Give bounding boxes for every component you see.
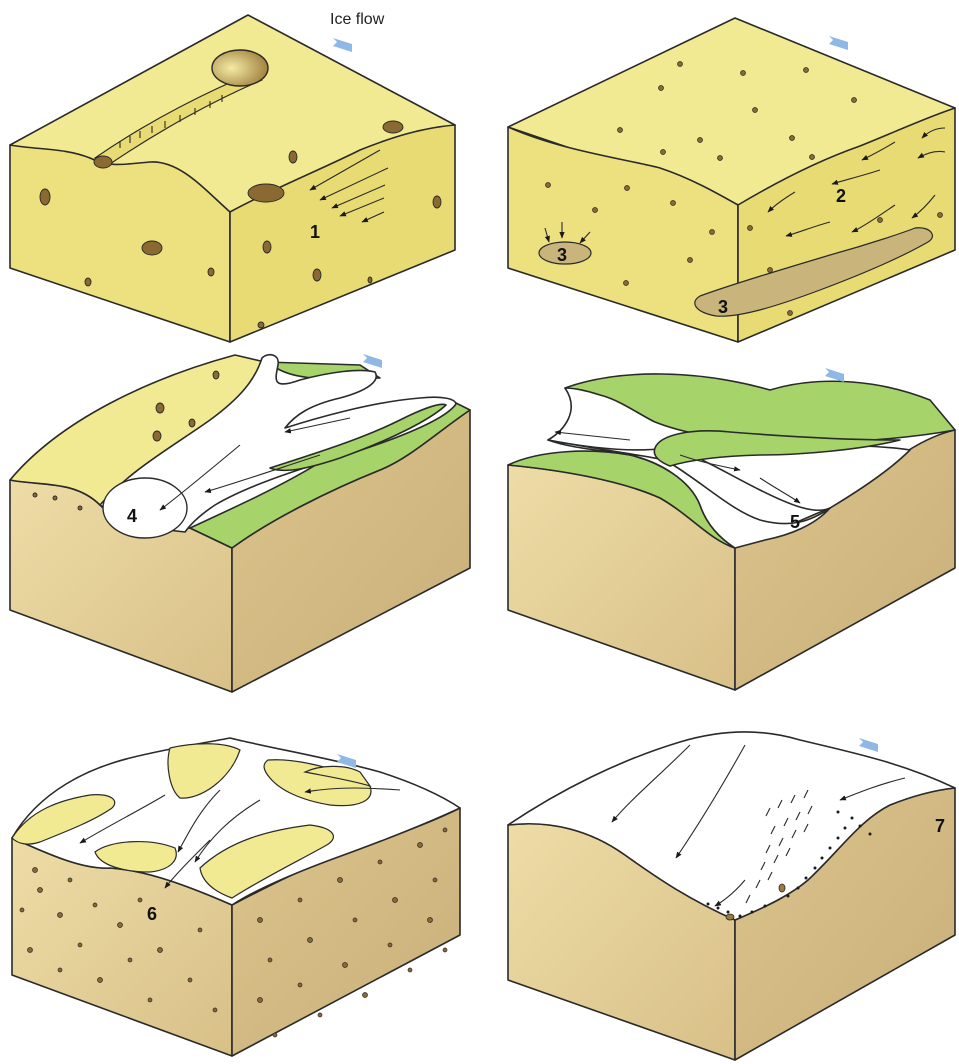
panel-1-block: 1 (10, 15, 455, 342)
panel-3-block: 4 (10, 354, 470, 692)
panel-2-ice-flow-arrow (829, 36, 848, 50)
label-3-oval: 3 (557, 245, 567, 265)
panel-1-ice-flow-arrow (333, 38, 352, 52)
panel-4-ice-flow-arrow (825, 368, 844, 382)
ice-flow-label: Ice flow (330, 11, 385, 28)
panel-5-block: 6 (12, 738, 460, 1056)
panel-6-ice-flow-arrow (859, 738, 878, 752)
panel-4-block: 5 (508, 368, 955, 690)
label-3-ridge: 3 (718, 297, 728, 317)
label-4: 4 (127, 506, 137, 526)
panel-2-block: 2 3 3 (508, 18, 955, 342)
panel-6-block: 7 (508, 732, 955, 1060)
label-2: 2 (836, 186, 846, 206)
label-6: 6 (147, 904, 157, 924)
label-1: 1 (310, 222, 320, 242)
label-7: 7 (935, 816, 945, 836)
label-5: 5 (790, 512, 800, 532)
panel-1-tunnel-mouth (212, 50, 268, 86)
panel-3-ice-flow-arrow (363, 354, 382, 368)
panel-3-glacier-front (103, 478, 187, 538)
